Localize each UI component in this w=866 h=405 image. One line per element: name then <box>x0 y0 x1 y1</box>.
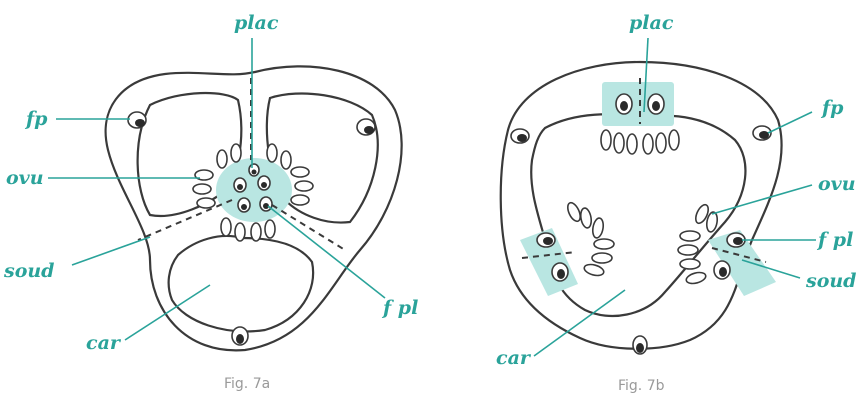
left-placenta-7b <box>536 201 615 282</box>
leader-plac-7b <box>643 37 649 113</box>
label-fpl-7a: f pl <box>381 297 418 319</box>
leader-car-7a <box>124 284 211 341</box>
label-ovu-7b: ovu <box>818 173 856 195</box>
top-ovules-7b <box>600 129 680 155</box>
septum-left-7a <box>137 199 233 241</box>
label-fpl-7b: f pl <box>816 229 853 251</box>
suture-right-7b <box>711 247 767 263</box>
peripheral-bundles-7a <box>127 111 376 346</box>
top-placenta-bundles-7b <box>615 93 665 115</box>
figure-7b: plac fp ovu f pl soud car Fig. 7b <box>496 12 856 394</box>
caption-7b: Fig. 7b <box>618 378 665 394</box>
septum-right-7a <box>271 204 346 251</box>
leader-soud-7a <box>71 236 151 266</box>
label-fp-7b: fp <box>820 97 844 119</box>
label-plac-7a: plac <box>234 12 279 34</box>
label-car-7b: car <box>496 347 532 369</box>
peripheral-bundles-7b <box>510 125 772 355</box>
figure-7a: plac fp ovu soud car f pl Fig. 7a <box>3 12 418 392</box>
label-car-7a: car <box>86 332 122 354</box>
ovules-7a <box>192 143 314 242</box>
outer-wall-7a <box>104 65 403 352</box>
placenta-highlight-right-7b <box>708 230 776 296</box>
leader-soud-7b <box>741 259 801 279</box>
right-placenta-7b <box>677 203 746 285</box>
leader-ovu-7b <box>711 184 813 215</box>
locule-bottom-7a <box>167 234 315 333</box>
label-ovu-7a: ovu <box>6 167 44 189</box>
suture-left-7b <box>521 251 577 259</box>
label-soud-7b: soud <box>805 270 856 292</box>
label-fp-7a: fp <box>24 108 48 130</box>
label-plac-7b: plac <box>629 12 674 34</box>
leader-fpl-7a <box>267 205 386 299</box>
central-bundles-7a <box>233 163 273 213</box>
placenta-highlight-top-7b <box>602 82 674 126</box>
leader-fp-7b <box>767 111 813 134</box>
leader-car-7b <box>533 289 626 357</box>
caption-7a: Fig. 7a <box>224 376 270 392</box>
label-soud-7a: soud <box>3 260 54 282</box>
